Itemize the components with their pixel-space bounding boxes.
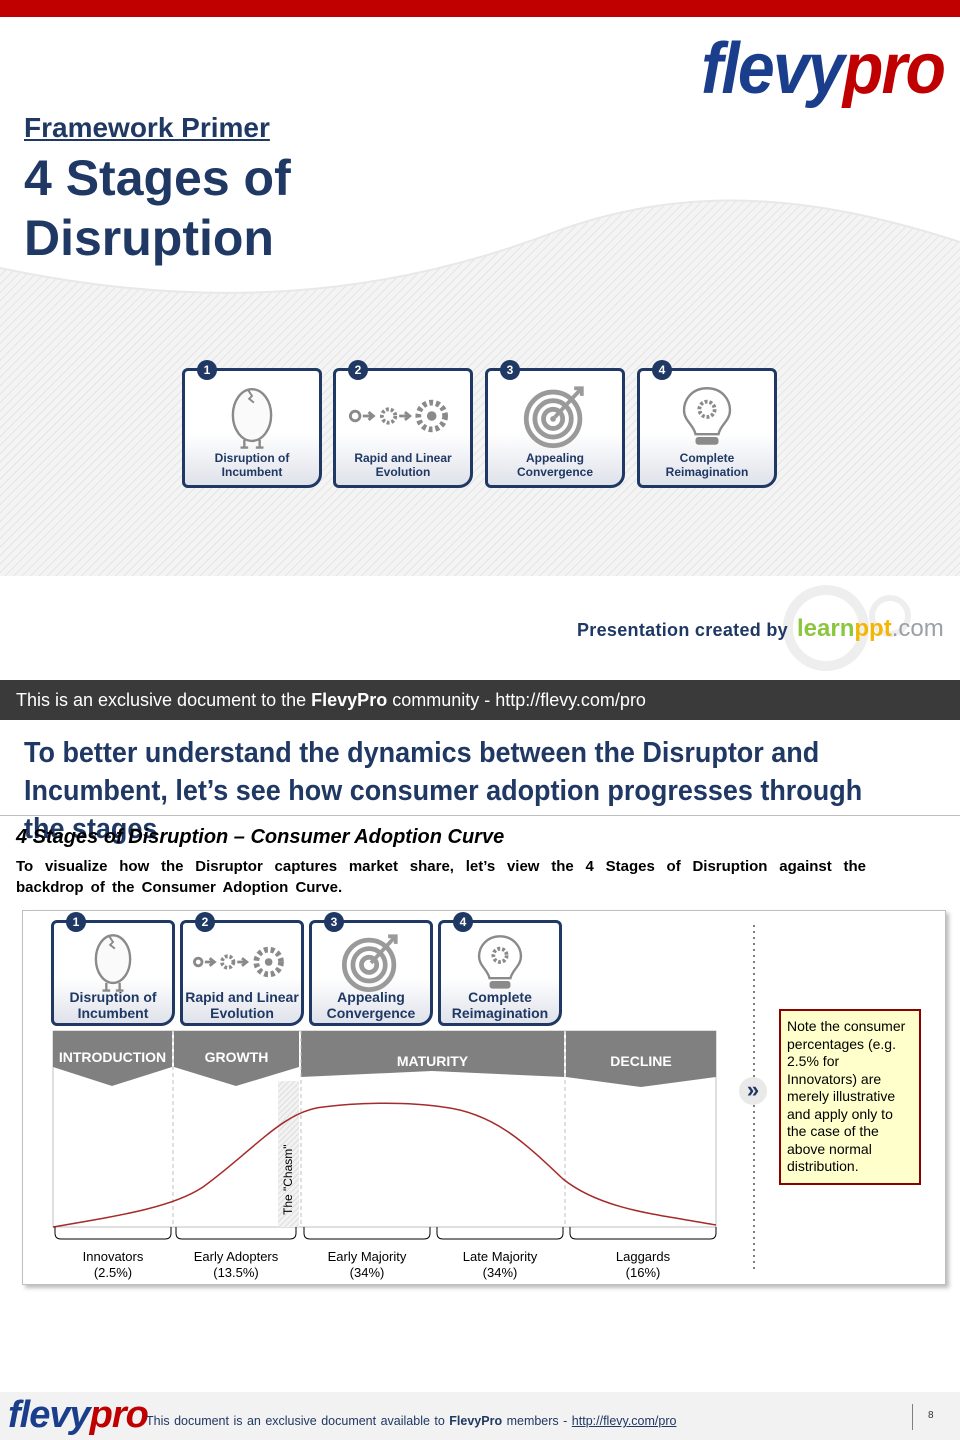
target-arrow-icon xyxy=(341,934,398,992)
chasm-band xyxy=(278,1081,299,1227)
adoption-curve-slide: To better understand the dynamics betwee… xyxy=(0,720,960,1440)
phase-banner-growth xyxy=(174,1031,299,1086)
footer: flevypro This document is an exclusive d… xyxy=(0,1392,960,1440)
gear-process-icon xyxy=(192,946,284,978)
stage-number: 2 xyxy=(348,360,368,380)
stage-number: 1 xyxy=(66,912,86,932)
target-arrow-icon xyxy=(523,386,584,449)
stage-label: Appealing Convergence xyxy=(516,451,594,479)
top-red-bar xyxy=(0,0,960,17)
learnppt-logo[interactable]: learnppt.com xyxy=(797,615,944,642)
phase-banner-maturity xyxy=(301,1031,564,1077)
slide-description: To visualize how the Disruptor captures … xyxy=(16,858,866,896)
phase-decline: DECLINE xyxy=(610,1053,672,1069)
chasm-label: The "Chasm" xyxy=(281,1144,295,1215)
phase-introduction: INTRODUCTION xyxy=(58,1049,167,1065)
stage-4-card: 4 Complete Reimagination xyxy=(438,912,562,1026)
stage-label: Rapid and Linear Evolution xyxy=(354,451,452,479)
phase-banner-decline xyxy=(566,1031,716,1087)
stage-label: Disruption of Incumbent xyxy=(214,451,290,479)
exclusive-banner: This is an exclusive document to the Fle… xyxy=(0,680,960,720)
stage-number: 1 xyxy=(197,360,217,380)
stage-number: 4 xyxy=(453,912,473,932)
stage-3-card: 3 Appealing Convergence xyxy=(309,912,433,1026)
slide-headline: To better understand the dynamics betwee… xyxy=(24,737,863,845)
stage-3-card: 3 Appealing Convergence xyxy=(485,360,625,488)
phase-banner-introduction xyxy=(53,1031,172,1086)
stage-label: Appealing Convergence xyxy=(326,989,416,1021)
stage-number: 3 xyxy=(500,360,520,380)
stage-number: 4 xyxy=(652,360,672,380)
stage-4-card: 4 Complete Reimagination xyxy=(637,360,777,488)
footer-text: This document is an exclusive document a… xyxy=(146,1414,677,1428)
stage-2-card: 2 Rapid and Linear Evolution xyxy=(333,360,473,488)
stage-2-card: 2 Rapid and Linear Evolution xyxy=(180,912,304,1026)
stage-label: Complete Reimagination xyxy=(451,989,549,1021)
chevron-right-icon: » xyxy=(739,1077,767,1105)
flevypro-footer-logo[interactable]: flevypro xyxy=(8,1394,149,1436)
cover-slide: flevypro Framework Primer 4 Stages of Di… xyxy=(0,0,960,720)
page-number: 8 xyxy=(928,1410,934,1421)
lightbulb-gear-icon xyxy=(682,387,732,445)
segment-innovators: Innovators(2.5%) xyxy=(82,1249,144,1280)
stage-1-card: 1 Disruption of Incumbent xyxy=(182,360,322,488)
cover-title: 4 Stages of Disruption xyxy=(24,150,291,266)
stage-label: Rapid and Linear Evolution xyxy=(185,989,299,1021)
stage-number: 2 xyxy=(195,912,215,932)
divider xyxy=(0,815,960,816)
adoption-curve-chart xyxy=(52,925,755,1269)
adoption-curve-panel: 1 Disruption of Incumbent 2 Rapid and Li… xyxy=(22,910,946,1285)
bell-curve xyxy=(52,1102,717,1228)
stage-1-card: 1 Disruption of Incumbent xyxy=(51,912,175,1026)
phase-growth: GROWTH xyxy=(204,1049,269,1065)
egg-chick-icon xyxy=(231,388,273,449)
egg-chick-icon xyxy=(94,934,132,992)
segment-late-majority: Late Majority(34%) xyxy=(462,1249,538,1280)
footer-divider xyxy=(912,1404,913,1430)
stage-label: Disruption of Incumbent xyxy=(69,989,157,1021)
presentation-created-by: Presentation created by xyxy=(577,620,788,640)
lightbulb-gear-icon xyxy=(477,935,523,989)
framework-primer-label: Framework Primer xyxy=(24,112,270,143)
segment-laggards: Laggards(16%) xyxy=(615,1249,671,1280)
segment-early-majority: Early Majority(34%) xyxy=(327,1249,407,1280)
slide-subtitle: 4 Stages of Disruption – Consumer Adopti… xyxy=(16,826,505,848)
segment-early-adopters: Early Adopters(13.5%) xyxy=(193,1249,279,1280)
stage-number: 3 xyxy=(324,912,344,932)
stage-label: Complete Reimagination xyxy=(665,451,749,479)
note-box: Note the consumer percentages (e.g. 2.5%… xyxy=(779,1009,921,1185)
gear-process-icon xyxy=(348,399,448,433)
footer-link[interactable]: http://flevy.com/pro xyxy=(571,1414,677,1428)
flevypro-logo[interactable]: flevypro xyxy=(701,29,946,109)
phase-maturity: MATURITY xyxy=(396,1053,469,1069)
learnppt-watermark-icon xyxy=(783,585,911,671)
